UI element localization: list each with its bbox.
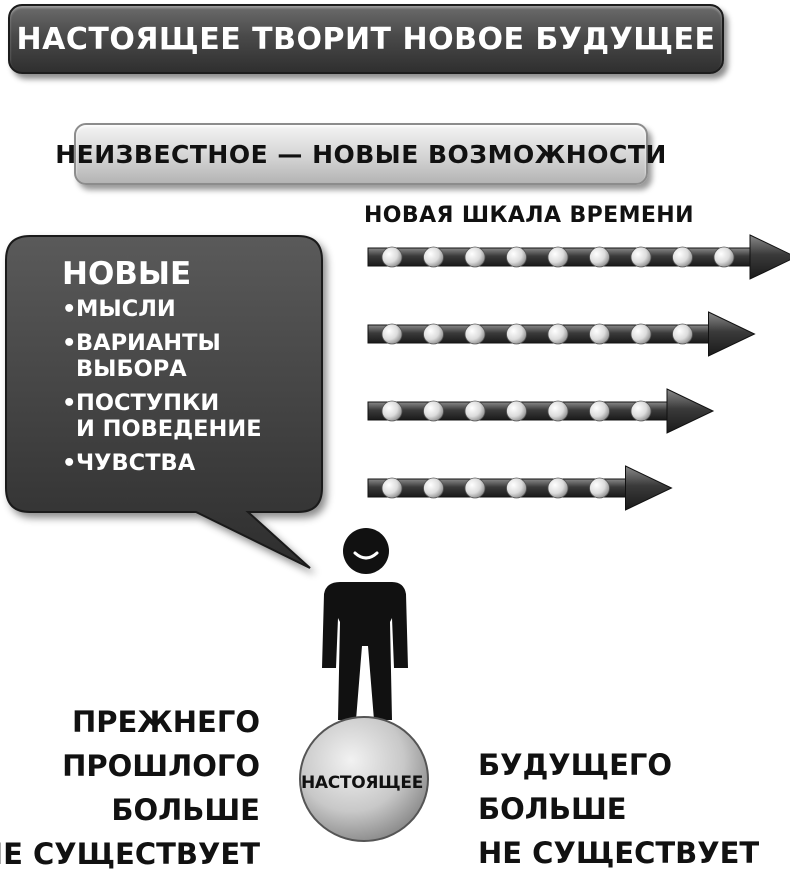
future-line: БУДУЩЕГО bbox=[478, 748, 673, 782]
past-line: ПРЕЖНЕГО bbox=[71, 705, 260, 739]
past-line: БОЛЬШЕ bbox=[111, 793, 260, 827]
timeline-bead bbox=[423, 477, 444, 499]
bubble-item-line: ЧУВСТВА bbox=[76, 450, 196, 476]
arrow-head-icon bbox=[708, 311, 756, 357]
timeline-bead bbox=[381, 400, 403, 422]
bubble-item-line: И ПОВЕДЕНИЕ bbox=[76, 416, 262, 442]
timeline-bead bbox=[589, 246, 610, 268]
timeline-bead bbox=[506, 323, 527, 345]
bubble-item: •МЫСЛИ bbox=[62, 296, 302, 322]
timeline-label: НОВАЯ ШКАЛА ВРЕМЕНИ bbox=[364, 203, 694, 228]
arrow-head-icon bbox=[625, 465, 673, 511]
timeline-bead bbox=[381, 323, 403, 345]
timeline-bead bbox=[464, 323, 486, 345]
bubble-item: •ЧУВСТВА bbox=[62, 450, 302, 476]
timeline-bead bbox=[547, 477, 569, 499]
bubble-item-line: ВАРИАНТЫ bbox=[76, 330, 221, 356]
timeline-bead bbox=[547, 246, 569, 268]
timeline-bead bbox=[506, 477, 527, 499]
present-disc bbox=[299, 716, 429, 842]
future-text: БУДУЩЕГО БОЛЬШЕ НЕ СУЩЕСТВУЕТ bbox=[478, 743, 759, 875]
timeline-bead bbox=[630, 246, 652, 268]
timeline-bead bbox=[547, 400, 569, 422]
timeline-bead bbox=[547, 323, 569, 345]
future-line: НЕ СУЩЕСТВУЕТ bbox=[478, 836, 760, 870]
bullet-icon: • bbox=[62, 330, 77, 356]
timeline-arrow bbox=[367, 311, 756, 357]
future-line: БОЛЬШЕ bbox=[478, 792, 627, 826]
timeline-bead bbox=[589, 477, 610, 499]
past-text: ПРЕЖНЕГО ПРОШЛОГО БОЛЬШЕ НЕ СУЩЕСТВУЕТ bbox=[0, 700, 260, 876]
timeline-bead bbox=[423, 246, 444, 268]
timeline-bead bbox=[589, 323, 610, 345]
timeline-bead bbox=[464, 400, 486, 422]
bullet-icon: • bbox=[62, 296, 77, 322]
timeline-bead bbox=[381, 246, 403, 268]
bullet-icon: • bbox=[62, 450, 77, 476]
timeline-bead bbox=[589, 400, 610, 422]
title-text: НАСТОЯЩЕЕ ТВОРИТ НОВОЕ БУДУЩЕЕ bbox=[16, 21, 716, 57]
timeline-bead bbox=[713, 246, 735, 268]
title-banner: НАСТОЯЩЕЕ ТВОРИТ НОВОЕ БУДУЩЕЕ bbox=[8, 4, 724, 74]
smile-icon bbox=[353, 551, 379, 560]
bubble-item-line: МЫСЛИ bbox=[76, 296, 176, 322]
timeline-bead bbox=[672, 323, 693, 345]
subtitle-banner: НЕИЗВЕСТНОЕ — НОВЫЕ ВОЗМОЖНОСТИ bbox=[55, 123, 666, 185]
bubble-heading: НОВЫЕ bbox=[62, 256, 192, 292]
timeline-bead bbox=[423, 323, 444, 345]
person-body bbox=[322, 582, 408, 720]
bubble-item-line: ПОСТУПКИ bbox=[76, 390, 220, 416]
timeline-arrow bbox=[367, 234, 790, 280]
timeline-bead bbox=[672, 246, 693, 268]
timeline-bead bbox=[630, 400, 652, 422]
bubble-item-line: ВЫБОРА bbox=[76, 356, 187, 382]
arrow-head-icon bbox=[749, 234, 790, 280]
arrow-head-icon bbox=[666, 388, 715, 434]
timeline-bead bbox=[423, 400, 444, 422]
person-head bbox=[343, 528, 389, 574]
bullet-icon: • bbox=[62, 390, 77, 416]
timeline-bead bbox=[506, 400, 527, 422]
timeline-bead bbox=[381, 477, 403, 499]
past-line: ПРОШЛОГО bbox=[62, 749, 260, 783]
timeline-arrow bbox=[367, 388, 715, 434]
present-label: НАСТОЯЩЕЕ bbox=[300, 773, 424, 793]
timeline-bead bbox=[464, 246, 486, 268]
timeline-bead bbox=[630, 323, 652, 345]
timeline-arrow bbox=[367, 465, 673, 511]
subtitle-text: НЕИЗВЕСТНОЕ — НОВЫЕ ВОЗМОЖНОСТИ bbox=[55, 139, 667, 169]
past-line: НЕ СУЩЕСТВУЕТ bbox=[0, 837, 260, 871]
timeline-bead bbox=[464, 477, 486, 499]
timeline-bead bbox=[506, 246, 527, 268]
